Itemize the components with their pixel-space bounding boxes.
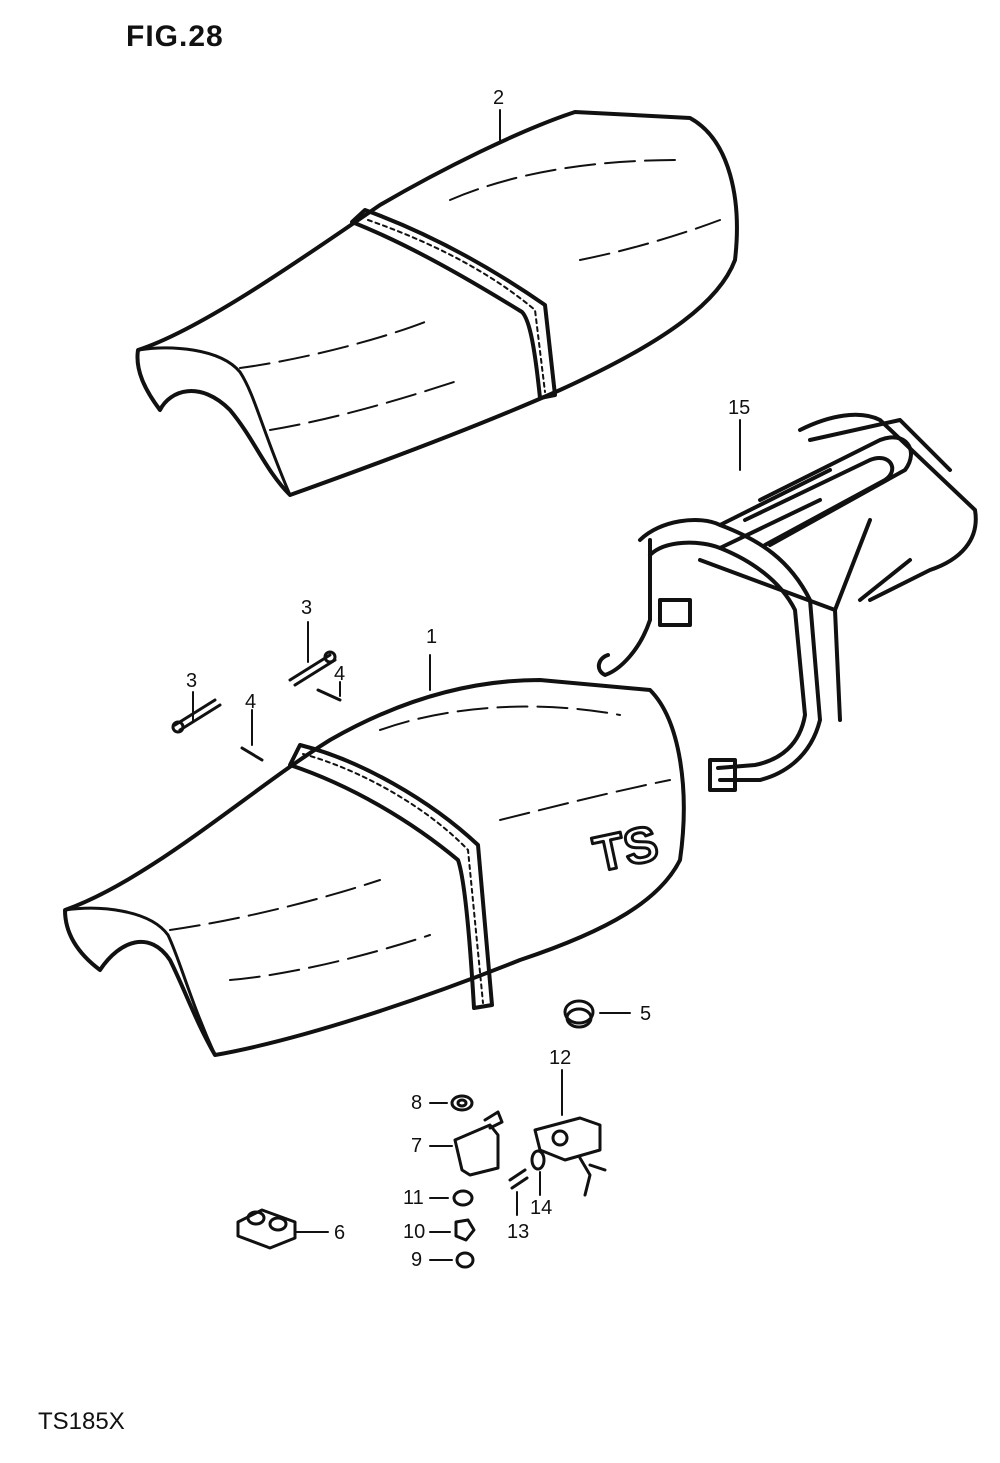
- callout-6: 6: [334, 1222, 346, 1244]
- bolt-3a[interactable]: [288, 621, 337, 687]
- washer-8[interactable]: [429, 1094, 474, 1112]
- callout-7: 7: [411, 1135, 423, 1157]
- callout-11: 11: [403, 1187, 424, 1209]
- callout-4a: 4: [334, 663, 346, 685]
- callout-3a: 3: [301, 597, 313, 619]
- callout-13: 13: [507, 1221, 530, 1243]
- callout-15: 15: [728, 397, 751, 419]
- washer-11[interactable]: [429, 1189, 474, 1207]
- spring-14[interactable]: [530, 1149, 546, 1196]
- callout-3b: 3: [186, 670, 198, 692]
- seat-logo: TS: [589, 815, 663, 883]
- seat-lower[interactable]: [63, 654, 686, 1057]
- rear-carrier[interactable]: [596, 412, 978, 792]
- bracket-7[interactable]: [429, 1110, 504, 1177]
- callout-2: 2: [493, 87, 505, 109]
- pin-4b[interactable]: [240, 709, 264, 762]
- callout-14: 14: [530, 1197, 553, 1219]
- callout-9: 9: [411, 1249, 423, 1271]
- figure-title: FIG.28: [126, 20, 224, 53]
- grommet-5[interactable]: [563, 999, 631, 1029]
- nut-10[interactable]: [429, 1218, 476, 1242]
- screw-13[interactable]: [508, 1168, 529, 1216]
- callout-4b: 4: [245, 691, 257, 713]
- callout-1: 1: [426, 626, 438, 648]
- bolt-3b[interactable]: [171, 691, 222, 734]
- callout-5: 5: [640, 1003, 652, 1025]
- seat-lock-12[interactable]: [533, 1069, 607, 1197]
- buffer-6[interactable]: [236, 1208, 329, 1250]
- callout-10: 10: [403, 1221, 426, 1243]
- seat-upper[interactable]: [135, 109, 739, 497]
- pin-4a[interactable]: [316, 681, 342, 702]
- model-code: TS185X: [38, 1408, 125, 1435]
- callout-12: 12: [549, 1047, 572, 1069]
- callout-8: 8: [411, 1092, 423, 1114]
- nut-9[interactable]: [429, 1251, 475, 1269]
